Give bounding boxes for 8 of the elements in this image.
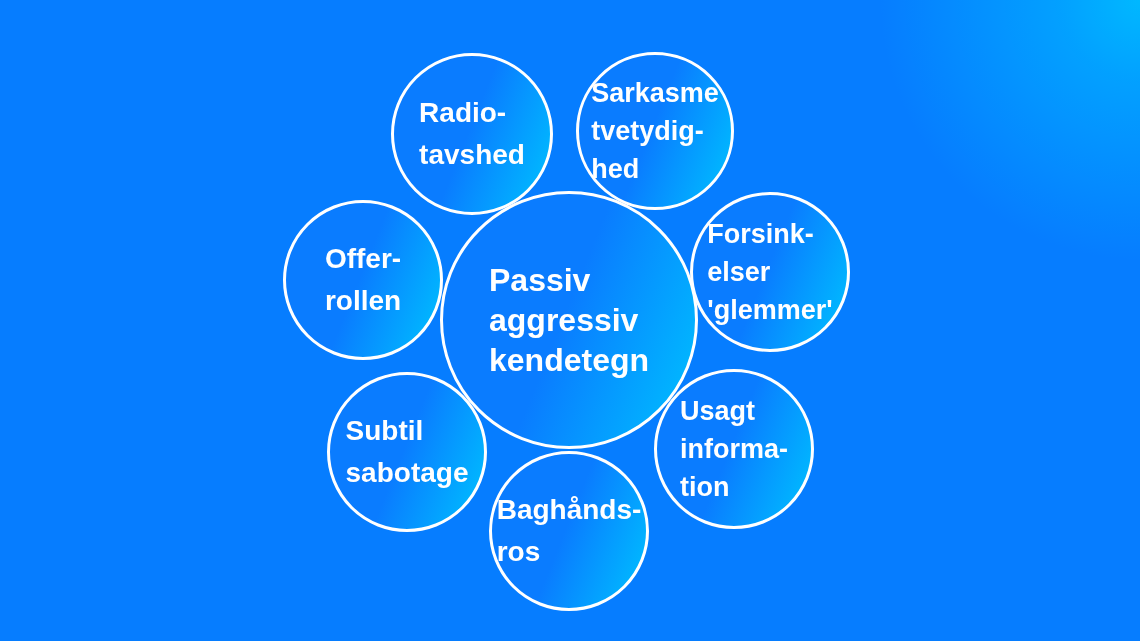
node-label: Sarkasme tvetydig- hed <box>591 77 719 186</box>
node-label: Baghånds- ros <box>496 493 642 569</box>
node-label: Usagt informa- tion <box>680 395 788 504</box>
node-label: Passiv aggressiv kendetegn <box>489 261 649 380</box>
node-label: Offer- rollen <box>324 242 402 318</box>
node-label: Subtil sabotage <box>345 414 469 490</box>
node-label: Forsink- elser 'glemmer' <box>707 218 833 327</box>
node-label: Radio- tavshed <box>419 96 525 172</box>
